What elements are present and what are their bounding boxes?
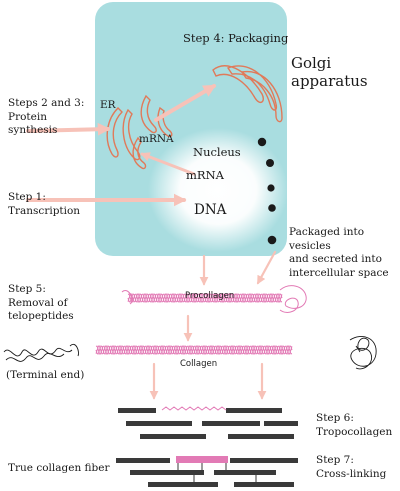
vesicles xyxy=(257,137,277,245)
terminal-end-right xyxy=(349,336,377,370)
step1-label: Step 1: Transcription xyxy=(8,191,81,217)
procollagen-label: Procollagen xyxy=(185,291,235,301)
nucleus-label: Nucleus xyxy=(193,145,241,159)
process-arrows xyxy=(26,84,277,400)
dna-label: DNA xyxy=(194,202,227,218)
step7-label: Step 7: Cross-linking xyxy=(316,454,387,480)
collagen-label: Collagen xyxy=(180,359,218,369)
procollagen-molecule xyxy=(121,285,307,313)
er-label: ER xyxy=(100,99,116,111)
collagen-molecule xyxy=(95,344,293,356)
golgi-label: Golgi apparatus xyxy=(291,54,368,90)
mrna-nucleus-label: mRNA xyxy=(186,168,224,182)
true-fiber-label: True collagen fiber xyxy=(8,462,110,474)
nucleus xyxy=(148,128,288,252)
tropocollagen-fibers xyxy=(116,408,298,487)
cross-links xyxy=(177,463,257,482)
cross-link-highlight xyxy=(176,456,228,463)
mrna-cytoplasm-label: mRNA xyxy=(139,133,174,145)
packaged-label: Packaged into vesicles and secreted into… xyxy=(289,226,389,279)
step6-label: Step 6: Tropocollagen xyxy=(316,412,393,438)
step4-label: Step 4: Packaging xyxy=(183,31,289,45)
steps23-label: Steps 2 and 3: Protein synthesis xyxy=(8,97,85,136)
step5-label: Step 5: Removal of telopeptides xyxy=(8,283,74,322)
golgi-stack xyxy=(212,65,283,123)
tropocollagen-helix-segment xyxy=(161,406,227,411)
terminal-end-label: (Terminal end) xyxy=(6,369,85,381)
terminal-end-left xyxy=(3,344,79,362)
